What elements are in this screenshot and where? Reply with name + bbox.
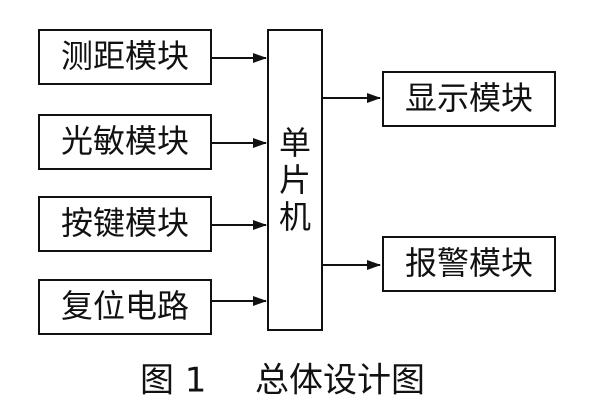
output-block-display: 显示模块 — [382, 71, 556, 127]
figure-title: 总体设计图 — [255, 361, 425, 401]
figure-number: 图 1 — [140, 361, 206, 401]
output-block-alarm: 报警模块 — [382, 236, 556, 292]
mcu-label-char-1: 单 — [279, 124, 311, 162]
output-label-display: 显示模块 — [405, 79, 533, 117]
input-block-light-sensor: 光敏模块 — [38, 114, 212, 170]
input-label-light-sensor: 光敏模块 — [61, 122, 189, 160]
input-block-ranging: 测距模块 — [38, 29, 212, 85]
input-block-keys: 按键模块 — [38, 196, 212, 252]
input-block-reset-circuit: 复位电路 — [38, 279, 212, 335]
output-label-alarm: 报警模块 — [405, 244, 533, 282]
input-label-reset-circuit: 复位电路 — [61, 287, 189, 325]
mcu-label-char-2: 片 — [279, 161, 311, 199]
mcu-label-char-3: 机 — [279, 198, 311, 236]
input-label-ranging: 测距模块 — [61, 37, 189, 75]
mcu-block: 单 片 机 — [267, 29, 323, 331]
input-label-keys: 按键模块 — [61, 204, 189, 242]
